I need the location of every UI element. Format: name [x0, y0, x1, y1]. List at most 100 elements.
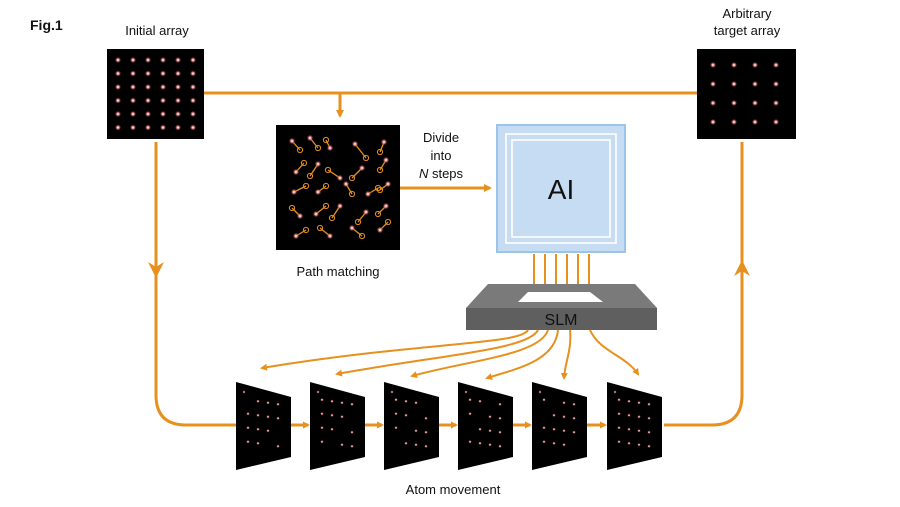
target-atom — [709, 80, 717, 88]
initial-atom — [129, 110, 137, 118]
frame-atom — [256, 441, 260, 446]
frame-atom — [637, 428, 641, 433]
frame-atom — [468, 439, 472, 444]
frame-atom — [637, 442, 641, 447]
frame-atom — [330, 399, 334, 404]
path-atom — [306, 134, 314, 142]
frame-atom — [562, 442, 566, 447]
path-matching-label: Path matching — [296, 264, 379, 279]
path-target-ring — [376, 148, 384, 156]
frame-atom — [316, 390, 320, 394]
initial-atom — [159, 70, 167, 77]
frame-atom — [394, 397, 398, 402]
figure-label: Fig.1 — [30, 17, 63, 33]
frame-atom — [266, 428, 270, 433]
path-target-ring — [328, 214, 336, 222]
target-atom — [772, 61, 780, 69]
initial-atom — [129, 70, 137, 77]
target-atom — [730, 118, 738, 126]
initial-atom — [189, 110, 197, 118]
frame-atom — [488, 428, 492, 433]
frame-atom — [542, 397, 546, 402]
frame-atom — [340, 414, 344, 419]
frame-atom — [627, 427, 631, 432]
frame-atom — [404, 441, 408, 446]
path-atom — [351, 140, 359, 148]
frame-atom — [246, 425, 250, 430]
target-atom — [709, 99, 717, 107]
frame-atom — [414, 400, 418, 405]
path-atom — [326, 232, 334, 240]
frame-atom — [246, 411, 250, 416]
path-target-ring — [358, 232, 366, 240]
path-matching-atoms — [288, 134, 392, 240]
frame-atom — [478, 399, 482, 404]
frame-atom — [424, 416, 428, 421]
path-target-ring — [384, 218, 392, 226]
frame-atom — [627, 441, 631, 446]
initial-atom — [114, 83, 122, 91]
path-target-ring — [376, 166, 384, 174]
path-atom — [296, 212, 304, 220]
frame-atom — [330, 427, 334, 432]
path-target-ring — [314, 144, 322, 152]
initial-atom — [114, 97, 122, 104]
frame-atom — [276, 402, 280, 407]
frame-atom — [394, 411, 398, 416]
frame-atom — [468, 411, 472, 416]
initial-atom — [144, 70, 152, 77]
initial-atom — [144, 124, 152, 131]
initial-atom — [159, 110, 167, 118]
initial-atom — [189, 97, 197, 104]
frame-atom — [488, 442, 492, 447]
frame-atom — [562, 414, 566, 419]
frame-atom — [468, 397, 472, 402]
path-target-ring — [324, 166, 332, 174]
path-target-ring — [354, 218, 362, 226]
frame-atom — [414, 428, 418, 433]
frame-atom — [552, 413, 556, 418]
path-atom — [336, 174, 344, 182]
slm-fanout-arrows — [260, 329, 640, 380]
target-atom — [772, 80, 780, 88]
frame-atom — [266, 400, 270, 405]
path-atom — [292, 168, 300, 176]
frame-atom — [647, 430, 651, 435]
initial-array-atoms — [114, 56, 197, 131]
right-up-arrowhead — [734, 260, 750, 276]
path-atom — [382, 156, 390, 164]
frame-atom — [424, 444, 428, 449]
frame-atom — [350, 430, 354, 435]
movement-frame-3 — [384, 382, 439, 470]
frame-atom — [542, 439, 546, 444]
path-target-ring — [322, 136, 330, 144]
initial-atom — [144, 110, 152, 118]
target-atom — [751, 99, 759, 107]
path-target-ring — [316, 224, 324, 232]
atom-movement-frames — [236, 382, 662, 470]
frame-atom — [488, 414, 492, 419]
path-target-ring — [348, 174, 356, 182]
target-atom — [730, 99, 738, 107]
frame-atom — [246, 439, 250, 444]
target-atom — [751, 80, 759, 88]
initial-array-label: Initial array — [125, 23, 189, 38]
frame-atom — [637, 400, 641, 405]
path-atom — [376, 226, 384, 234]
frame-atom — [404, 399, 408, 404]
frame-atom — [330, 413, 334, 418]
frame-atom — [647, 444, 651, 449]
left-down-arrowhead — [148, 262, 164, 278]
frame-atom — [572, 430, 576, 435]
initial-atom — [129, 83, 137, 91]
frame-atom — [256, 399, 260, 404]
path-atom — [348, 224, 356, 232]
frame-atom — [498, 444, 502, 449]
frame-atom — [552, 441, 556, 446]
frame-atom — [637, 414, 641, 419]
slm-window — [518, 292, 603, 302]
path-target-ring — [302, 182, 310, 190]
frame-atom — [617, 439, 621, 444]
frame-atom — [542, 425, 546, 430]
